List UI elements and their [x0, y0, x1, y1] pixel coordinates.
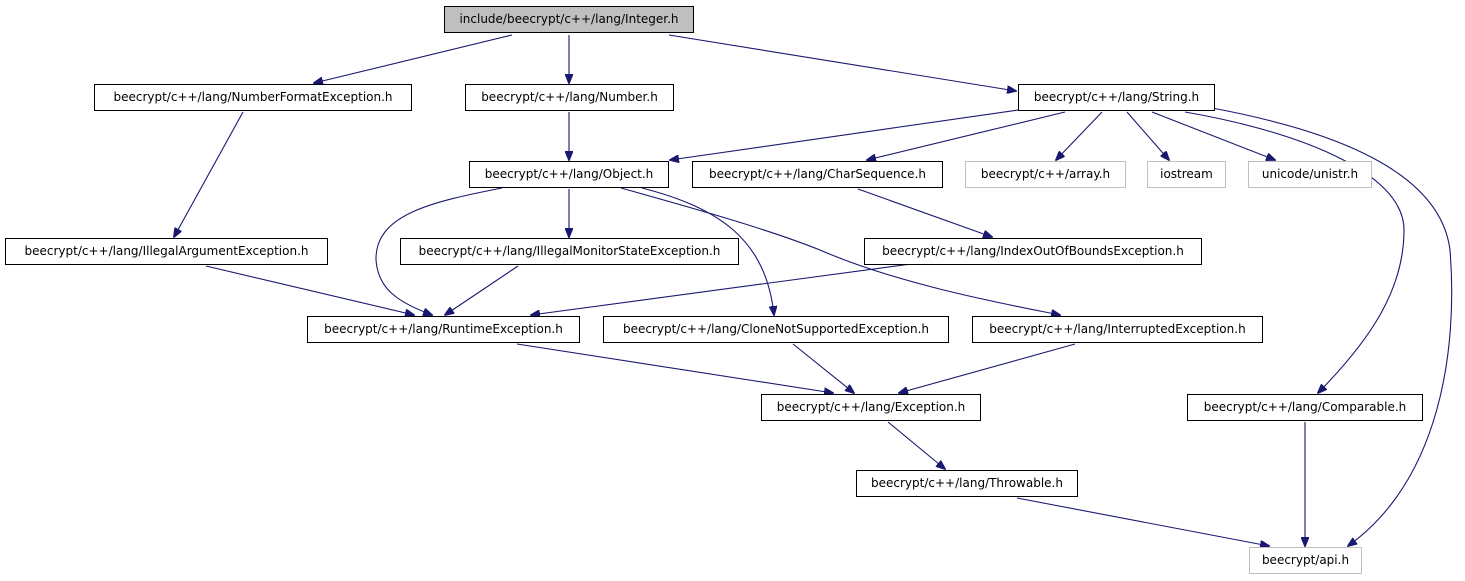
node-object[interactable]: beecrypt/c++/lang/Object.h [469, 161, 669, 188]
node-label: beecrypt/c++/lang/CharSequence.h [709, 167, 926, 181]
edge-illegal-monitor-state-exception-to-runtime-exception [445, 265, 519, 315]
node-comparable[interactable]: beecrypt/c++/lang/Comparable.h [1187, 394, 1423, 421]
node-label: unicode/unistr.h [1261, 167, 1359, 181]
edge-exception-to-throwable [887, 421, 945, 469]
edge-number-format-exception-to-illegal-argument-exception [174, 111, 244, 237]
node-label: beecrypt/c++/lang/Number.h [481, 90, 658, 104]
node-label: beecrypt/c++/lang/IllegalMonitorStateExc… [418, 244, 721, 258]
node-label: beecrypt/c++/lang/String.h [1033, 90, 1200, 104]
node-number[interactable]: beecrypt/c++/lang/Number.h [465, 84, 674, 111]
node-interrupted-exception[interactable]: beecrypt/c++/lang/InterruptedException.h [972, 316, 1263, 343]
node-runtime-exception[interactable]: beecrypt/c++/lang/RuntimeException.h [307, 316, 580, 343]
node-label: beecrypt/c++/lang/Object.h [484, 167, 654, 181]
edge-clone-not-supported-exception-to-exception [792, 343, 854, 393]
edge-string-to-char-sequence [867, 111, 1066, 160]
edge-interrupted-exception-to-exception [899, 343, 1076, 393]
node-label: beecrypt/c++/lang/IllegalArgumentExcepti… [24, 244, 309, 258]
edge-string-to-comparable [1184, 111, 1405, 393]
node-string[interactable]: beecrypt/c++/lang/String.h [1018, 84, 1215, 111]
edge-string-to-array [1056, 111, 1103, 160]
node-illegal-monitor-state-exception[interactable]: beecrypt/c++/lang/IllegalMonitorStateExc… [400, 238, 739, 265]
node-api: beecrypt/api.h [1249, 547, 1362, 574]
node-number-format-exception[interactable]: beecrypt/c++/lang/NumberFormatException.… [94, 84, 412, 111]
edge-object-to-interrupted-exception [620, 187, 1060, 315]
node-label: beecrypt/c++/array.h [980, 167, 1111, 181]
edge-integer-to-string [668, 34, 1016, 91]
edge-object-to-runtime-exception [375, 187, 503, 315]
edge-object-to-clone-not-supported-exception [641, 187, 774, 315]
node-array: beecrypt/c++/array.h [965, 161, 1126, 188]
node-label: beecrypt/c++/lang/InterruptedException.h [989, 322, 1246, 336]
node-label: beecrypt/c++/lang/Comparable.h [1203, 400, 1407, 414]
edge-string-to-api [1211, 107, 1453, 546]
edge-string-to-iostream [1126, 111, 1169, 160]
node-iostream: iostream [1147, 161, 1226, 188]
edge-string-to-object [670, 109, 1019, 160]
node-label: beecrypt/c++/lang/IndexOutOfBoundsExcept… [882, 244, 1184, 258]
node-unistr: unicode/unistr.h [1248, 161, 1372, 188]
node-index-out-of-bounds-exception[interactable]: beecrypt/c++/lang/IndexOutOfBoundsExcept… [864, 238, 1202, 265]
edge-string-to-unistr [1151, 111, 1275, 160]
edge-index-out-of-bounds-exception-to-runtime-exception [531, 263, 912, 315]
node-exception[interactable]: beecrypt/c++/lang/Exception.h [761, 394, 981, 421]
node-label: iostream [1160, 167, 1213, 181]
node-char-sequence[interactable]: beecrypt/c++/lang/CharSequence.h [692, 161, 943, 188]
node-throwable[interactable]: beecrypt/c++/lang/Throwable.h [856, 470, 1078, 497]
node-label: beecrypt/c++/lang/RuntimeException.h [324, 322, 563, 336]
edge-runtime-exception-to-exception [516, 343, 833, 393]
node-integer: include/beecrypt/c++/lang/Integer.h [444, 6, 694, 33]
node-label: beecrypt/c++/lang/Throwable.h [871, 476, 1063, 490]
node-clone-not-supported-exception[interactable]: beecrypt/c++/lang/CloneNotSupportedExcep… [603, 316, 949, 343]
edge-illegal-argument-exception-to-runtime-exception [205, 265, 414, 315]
node-label: beecrypt/c++/lang/Exception.h [776, 400, 966, 414]
node-label: beecrypt/c++/lang/CloneNotSupportedExcep… [622, 322, 930, 336]
edge-char-sequence-to-index-out-of-bounds-exception [857, 188, 992, 237]
node-illegal-argument-exception[interactable]: beecrypt/c++/lang/IllegalArgumentExcepti… [5, 238, 328, 265]
node-label: beecrypt/c++/lang/NumberFormatException.… [113, 90, 393, 104]
node-label: beecrypt/api.h [1261, 553, 1350, 567]
node-label: include/beecrypt/c++/lang/Integer.h [459, 12, 679, 26]
edge-integer-to-number-format-exception [314, 34, 513, 83]
edge-throwable-to-api [1016, 497, 1269, 546]
